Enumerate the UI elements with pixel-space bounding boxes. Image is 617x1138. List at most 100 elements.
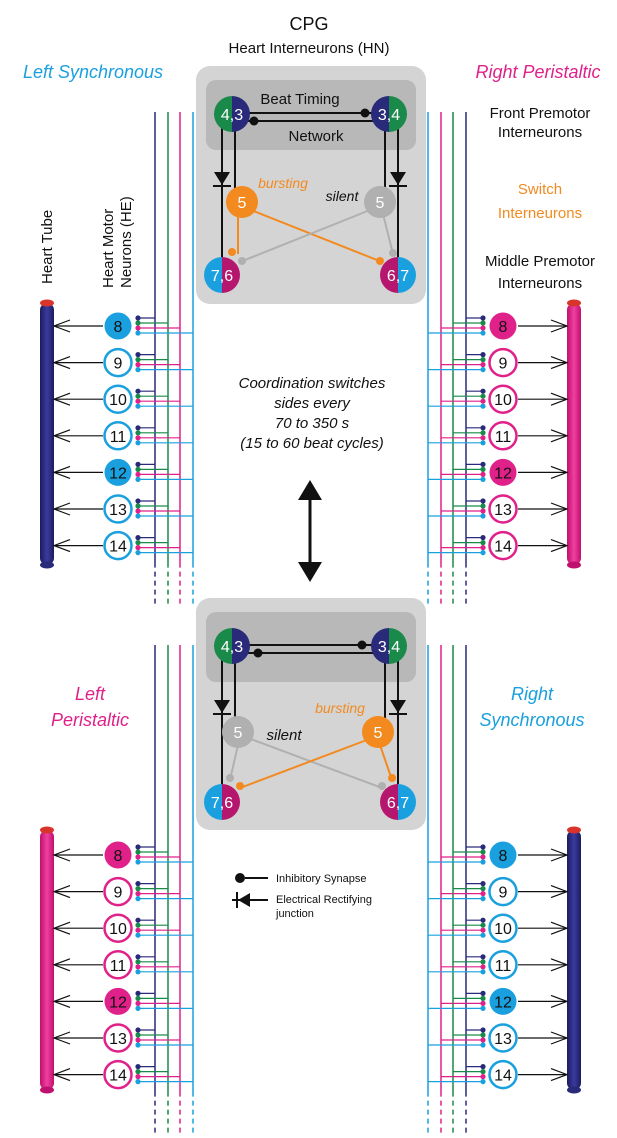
inhibitory-synapse-symbol [235,873,245,883]
inhibitory-synapse-dot [135,1042,141,1048]
inhibitory-synapse-dot [135,1005,141,1012]
right-synchronous-label-2: Synchronous [479,710,584,730]
hn-6-7-right-top: 6,7 [380,257,416,293]
inhibitory-synapse-dot [480,352,486,358]
inhibitory-synapse-dot [135,854,141,860]
coordination-line-1: Coordination switches [239,375,386,392]
he-neuron-10-left-bottom [103,913,133,943]
inhibitory-synapse-dot [480,315,486,321]
hn-3-4-right-top: 3,4 [371,96,407,132]
inhibitory-synapse-dot [135,891,141,897]
inhibitory-synapse-dot [480,430,486,436]
he-neuron-label: 10 [494,392,512,409]
coordination-line-4: (15 to 60 beat cycles) [240,435,383,452]
he-neuron-label: 13 [494,1031,512,1048]
hn-4-3-left-top-label: 4,3 [221,107,243,124]
inhibitory-synapse-dot [480,508,486,514]
he-neuron-label: 9 [114,356,123,373]
hn-7-6-left-top: 7,6 [204,257,240,293]
he-neuron-label: 12 [494,994,512,1011]
inhibitory-synapse-dot [135,969,141,975]
he-neuron-label: 9 [499,356,508,373]
inhibitory-synapse-dot [135,508,141,514]
inhibitory-synapse-dot [135,1032,141,1038]
neuromuscular-terminal [52,848,71,862]
inhibitory-synapse-dot [480,1037,486,1043]
inhibitory-synapse-dot [480,927,486,933]
neuromuscular-terminal [550,392,569,406]
inhibitory-synapse-dot [135,964,141,970]
inhibitory-synapse-dot [480,461,486,467]
inhibitory-synapse-dot [135,325,141,331]
he-neuron-label: 11 [110,958,127,975]
inhibitory-synapse-dot [135,357,141,363]
inhibitory-synapse-dot [135,352,141,358]
inhibitory-synapse-dot [480,503,486,509]
he-neuron-14-right-bottom [488,1059,518,1090]
hn-5-left-top-label: 5 [238,195,247,212]
inhibitory-synapse-dot [135,330,141,336]
heart-tube-right-top [567,299,581,569]
neuromuscular-terminal [550,502,569,516]
inhibitory-synapse-dot [135,896,141,902]
inhibitory-synapse-dot [135,398,141,404]
inhibitory-synapse-dot [480,498,486,504]
left-peristaltic-label: Left [75,684,106,704]
inhibitory-synapse-dot [480,325,486,331]
inhibitory-synapse-dot [135,886,141,892]
hn-5-left-bottom-label: 5 [234,725,243,742]
legend-electrical-2: junction [275,908,314,920]
inhibitory-synapse-dot [135,540,141,546]
inhibitory-synapse-dot [480,476,486,482]
silent-label-top: silent [326,188,360,204]
he-neuron-8-left-top [104,312,132,340]
top-section: Left Synchronous Right Peristaltic Beat … [23,62,601,608]
neuromuscular-terminal [550,319,569,333]
right-synchronous-label: Right [511,684,554,704]
he-neuron-8-right-top [489,312,517,340]
inhibitory-synapse-dot [480,1069,486,1075]
he-neuron-8-left-bottom [104,841,132,869]
inhibitory-synapse-dot [135,859,141,865]
coordination-line-3: 70 to 350 s [275,415,350,432]
neuromuscular-terminal [52,502,71,516]
left-synchronous-label: Left Synchronous [23,62,163,82]
inhibitory-synapse-dot [135,545,141,551]
he-neuron-label: 13 [109,1031,127,1048]
hn-5-right-top-label: 5 [376,195,385,212]
he-neuron-12-right-bottom [489,987,517,1015]
heart-tube-left-top [40,299,54,569]
he-neuron-label: 10 [109,921,127,938]
inhibitory-synapse-dot [480,466,486,472]
neuromuscular-terminal [52,885,71,899]
inhibitory-synapse-dot [480,922,486,928]
inhibitory-synapse-dot [135,1074,141,1080]
inhibitory-synapse-dot [480,990,486,997]
neuromuscular-terminal [52,429,71,443]
neuromuscular-terminal [550,958,569,972]
neuromuscular-terminal [550,921,569,935]
inhibitory-synapse-dot [480,969,486,975]
inhibitory-synapse-dot [135,844,141,850]
inhibitory-synapse-dot [135,1079,141,1085]
hn-5-right-bursting-bottom: 5 [362,716,394,748]
he-neuron-9-right-bottom [488,876,518,907]
inhibitory-synapse-dot [480,1005,486,1012]
inhibitory-synapse-dot [480,320,486,326]
inhibitory-synapse-dot [480,425,486,431]
he-neuron-11-left-top [103,421,133,451]
hn-4-3-left-top: 4,3 [214,96,250,132]
hn-3-4-right-bottom: 3,4 [371,628,407,664]
neuromuscular-terminal [550,1068,569,1082]
neuromuscular-terminal [52,356,71,370]
inhibitory-synapse-dot [135,922,141,928]
inhibitory-synapse-dot [135,1037,141,1043]
inhibitory-synapse-dot [135,932,141,938]
hn-5-right-silent-top: 5 [364,186,396,218]
inhibitory-synapse-dot [480,844,486,850]
he-neuron-11-right-top [488,421,518,451]
he-neuron-label: 8 [114,319,123,336]
